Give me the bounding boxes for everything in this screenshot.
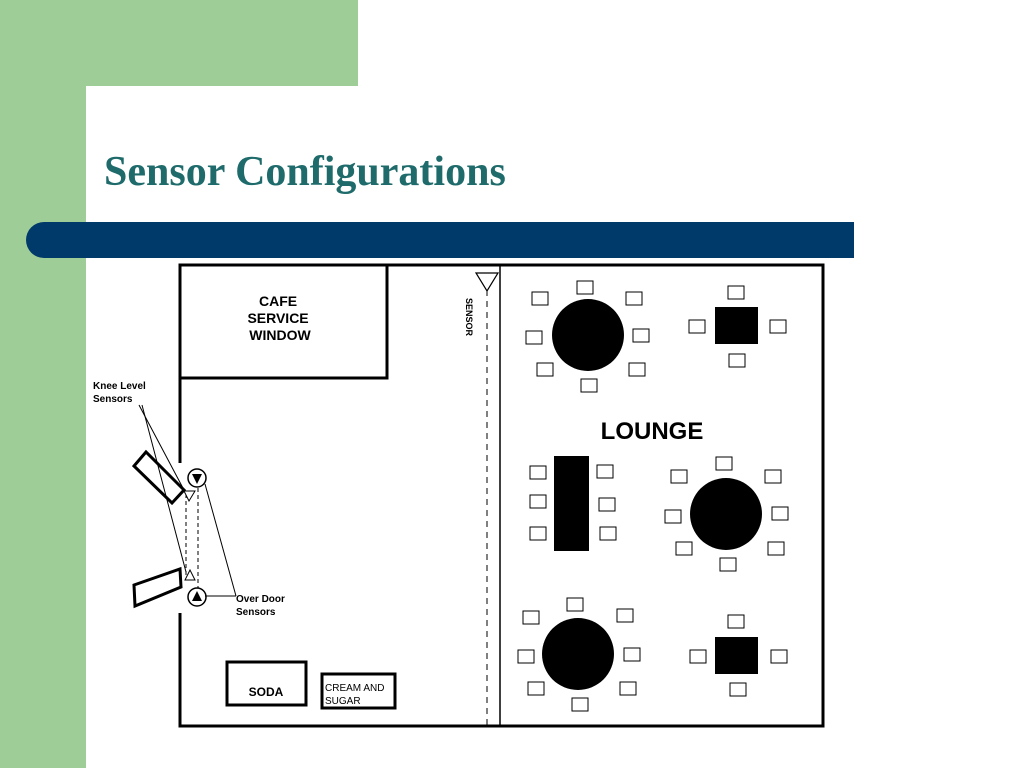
round-table (690, 478, 762, 550)
chair (729, 682, 747, 697)
door-sensors (183, 468, 207, 607)
slide-title: Sensor Configurations (104, 149, 506, 195)
chair (727, 614, 745, 629)
accent-block (0, 0, 358, 86)
chair (771, 506, 789, 521)
chair (599, 526, 617, 541)
chair (623, 647, 641, 662)
chair (527, 681, 545, 696)
cream-and-sugar-station (320, 672, 397, 710)
cream-sugar-label-line-1: CREAM AND (325, 683, 384, 694)
chair (770, 649, 788, 664)
chair (715, 456, 733, 471)
accent-strip (0, 0, 86, 768)
cream-sugar-label-line-2: SUGAR (325, 696, 361, 707)
knee-sensor-icon (184, 568, 196, 581)
chair (767, 541, 785, 556)
lounge-furniture (517, 280, 789, 712)
chair (529, 465, 547, 480)
cafe-service-window (178, 263, 389, 380)
chair (525, 330, 543, 345)
chair (529, 494, 547, 509)
soda-label: SODA (249, 685, 284, 699)
round-table (542, 618, 614, 690)
lounge-label: LOUNGE (601, 418, 704, 445)
door-sensors-label-line-1: Over Door (236, 594, 285, 605)
chair (571, 697, 589, 712)
chair (688, 319, 706, 334)
chair (689, 649, 707, 664)
chair (536, 362, 554, 377)
chair (625, 291, 643, 306)
sensor-label: SENSOR (464, 298, 474, 337)
chair (522, 610, 540, 625)
chair (596, 464, 614, 479)
chair (598, 497, 616, 512)
svg-text:Over Door Sensors: Over Door Sensors (236, 594, 288, 618)
knee-sensors-label-line-2: Sensors (93, 394, 133, 405)
svg-text:CAFE SERVICE WINDOW: CAFE SERVICE WINDOW (247, 293, 312, 343)
svg-text:Knee Level Sensors: Knee Level Sensors (93, 381, 149, 405)
chair (727, 285, 745, 300)
cafe-window-label-line-3: WINDOW (249, 327, 311, 343)
door-panel-lower (132, 566, 183, 609)
chair (529, 526, 547, 541)
cafe-window-label-line-2: SERVICE (247, 310, 308, 326)
cafe-window-label-line-1: CAFE (259, 293, 297, 309)
chair (576, 280, 594, 295)
wall-gap (176, 463, 184, 613)
door-sensors-label-line-2: Sensors (236, 607, 276, 618)
chair (580, 378, 598, 393)
long-table (554, 456, 589, 551)
soda-machine (225, 660, 308, 707)
square-table (715, 637, 758, 674)
chair (566, 597, 584, 612)
round-table (552, 299, 624, 371)
title-underline-bar (26, 222, 854, 258)
chair (628, 362, 646, 377)
chair (616, 608, 634, 623)
chair (517, 649, 535, 664)
chair (764, 469, 782, 484)
chair (664, 509, 682, 524)
square-table (715, 307, 758, 344)
chair (728, 353, 746, 368)
chair (619, 681, 637, 696)
entrance-doors (131, 449, 187, 613)
chair (531, 291, 549, 306)
knee-sensor-icon (183, 490, 196, 503)
sensor-icon (474, 272, 500, 293)
chair (675, 541, 693, 556)
callout-lines (138, 404, 237, 597)
chair (632, 328, 650, 343)
chair (670, 469, 688, 484)
chair (719, 557, 737, 572)
svg-text:CREAM AND SUGAR: CREAM AND SUGAR (325, 683, 387, 707)
chair (769, 319, 787, 334)
knee-sensors-label-line-1: Knee Level (93, 381, 146, 392)
